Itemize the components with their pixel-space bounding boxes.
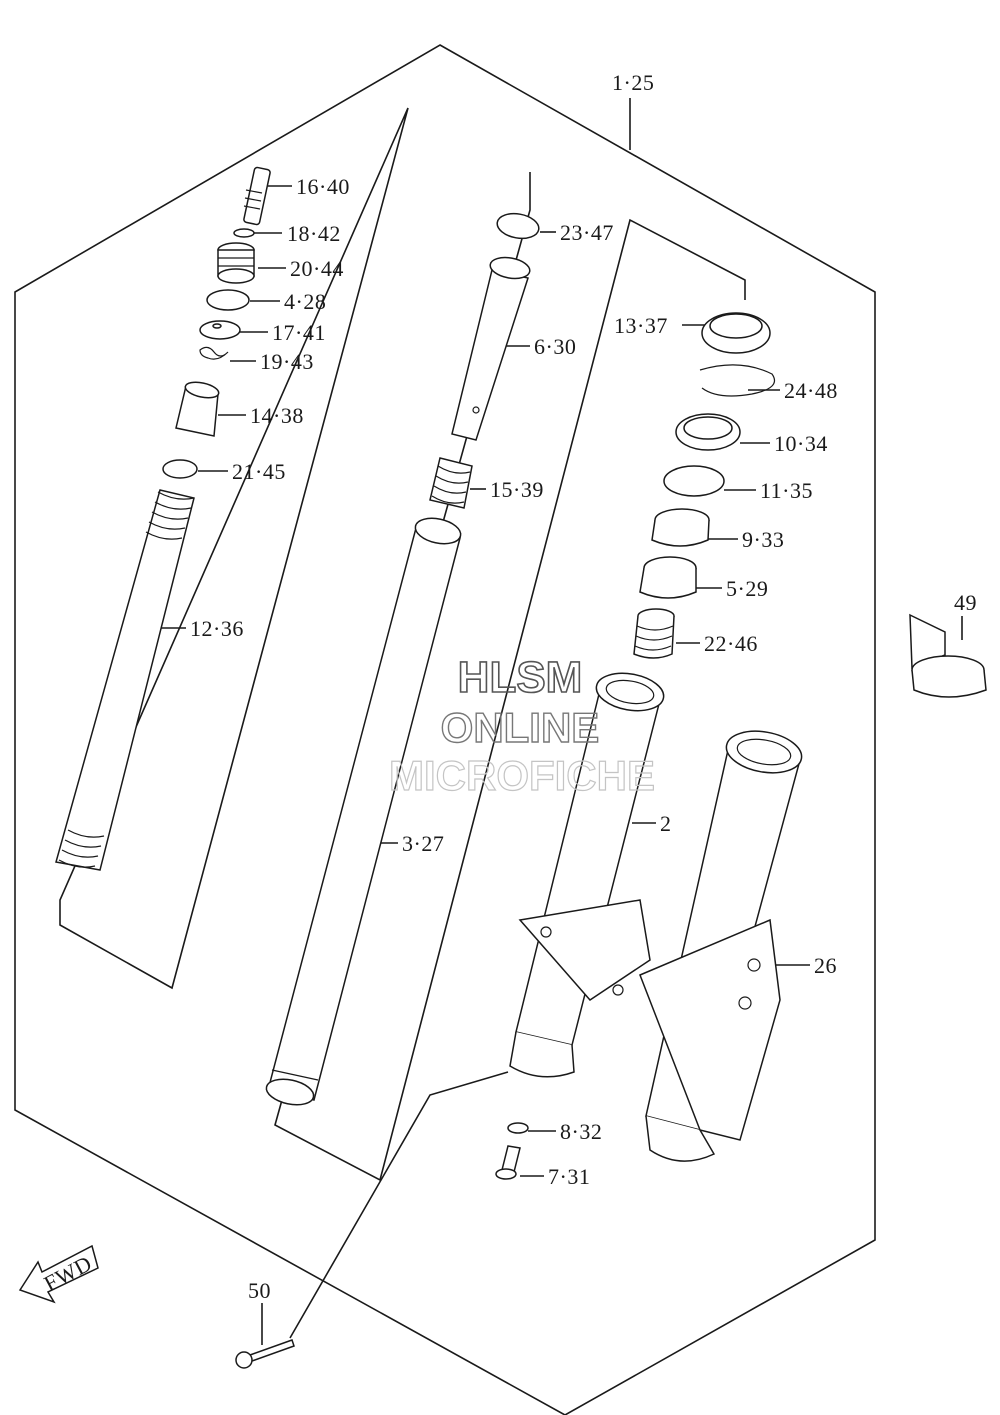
callout-24-48: 24·48 [784, 378, 838, 403]
clip-part-19 [199, 346, 229, 360]
washer-part-11 [663, 465, 725, 497]
inner-tube-group-boundary [274, 172, 746, 1182]
spring-group-boundary [59, 107, 409, 990]
callout-2: 2 [660, 811, 672, 836]
spring-part-15 [429, 457, 473, 509]
callout-10-34: 10·34 [774, 431, 828, 456]
bushing-part-9 [651, 508, 710, 547]
callout-18-42: 18·42 [287, 221, 341, 246]
callout-7-31: 7·31 [548, 1164, 590, 1189]
callout-15-39: 15·39 [490, 477, 544, 502]
callout-14-38: 14·38 [250, 403, 304, 428]
callout-50: 50 [248, 1278, 271, 1303]
cover-part-49 [909, 613, 987, 698]
callout-22-46: 22·46 [704, 631, 758, 656]
o-ring-part-18 [233, 228, 255, 238]
callout-9-33: 9·33 [742, 527, 784, 552]
washer-part-17 [199, 320, 241, 340]
callout-3-27: 3·27 [402, 831, 444, 856]
callout-20-44: 20·44 [290, 256, 344, 281]
assembly-boundary [14, 44, 876, 1415]
watermark: HLSM ONLINE MICROFICHE [388, 652, 655, 799]
inner-tube-part-3 [265, 517, 462, 1106]
callout-23-47: 23·47 [560, 220, 614, 245]
callout-13-37: 13·37 [614, 313, 668, 338]
spring-part-12 [55, 489, 195, 871]
callout-12-36: 12·36 [190, 616, 244, 641]
watermark-line-3: MICROFICHE [389, 752, 655, 799]
washer-part-8 [507, 1122, 529, 1134]
piece-part-22 [633, 608, 675, 659]
callout-26: 26 [814, 953, 837, 978]
fwd-label: FWD [40, 1250, 96, 1296]
o-ring-part-21 [162, 459, 198, 479]
bolt-part-7 [495, 1145, 521, 1180]
o-ring-part-4 [206, 289, 250, 311]
callout-17-41: 17·41 [272, 320, 326, 345]
bushing-part-5 [639, 556, 697, 599]
outer-tube-part-2 [509, 672, 665, 1078]
watermark-line-2: ONLINE [441, 704, 600, 751]
oil-seal-part-10 [675, 413, 741, 451]
callout-8-32: 8·32 [560, 1119, 602, 1144]
snap-ring-part-24 [699, 364, 776, 397]
spacer-part-14 [175, 381, 220, 437]
callout-6-30: 6·30 [534, 334, 576, 359]
callout-11-35: 11·35 [760, 478, 813, 503]
callout-5-29: 5·29 [726, 576, 768, 601]
outer-tube-part-26 [639, 730, 803, 1162]
bolt-part-50 [235, 1339, 295, 1369]
dust-seal-part-13 [701, 312, 771, 354]
damper-rod-part-6 [451, 256, 531, 441]
callout-19-43: 19·43 [260, 349, 314, 374]
callout-4-28: 4·28 [284, 289, 326, 314]
callout-16-40: 16·40 [296, 174, 350, 199]
callout-1-25: 1·25 [612, 70, 654, 95]
fork-cap-part-20 [217, 242, 255, 284]
callout-49: 49 [954, 590, 977, 615]
callout-21-45: 21·45 [232, 459, 286, 484]
ring-part-23 [496, 212, 540, 240]
fwd-direction-arrow: FWD [18, 1244, 99, 1304]
bolt-part-16 [243, 166, 271, 226]
callout-labels: 1·25 16·40 18·42 20·44 4·28 17·41 19·43 … [190, 70, 977, 1303]
watermark-line-1: HLSM [458, 653, 583, 702]
